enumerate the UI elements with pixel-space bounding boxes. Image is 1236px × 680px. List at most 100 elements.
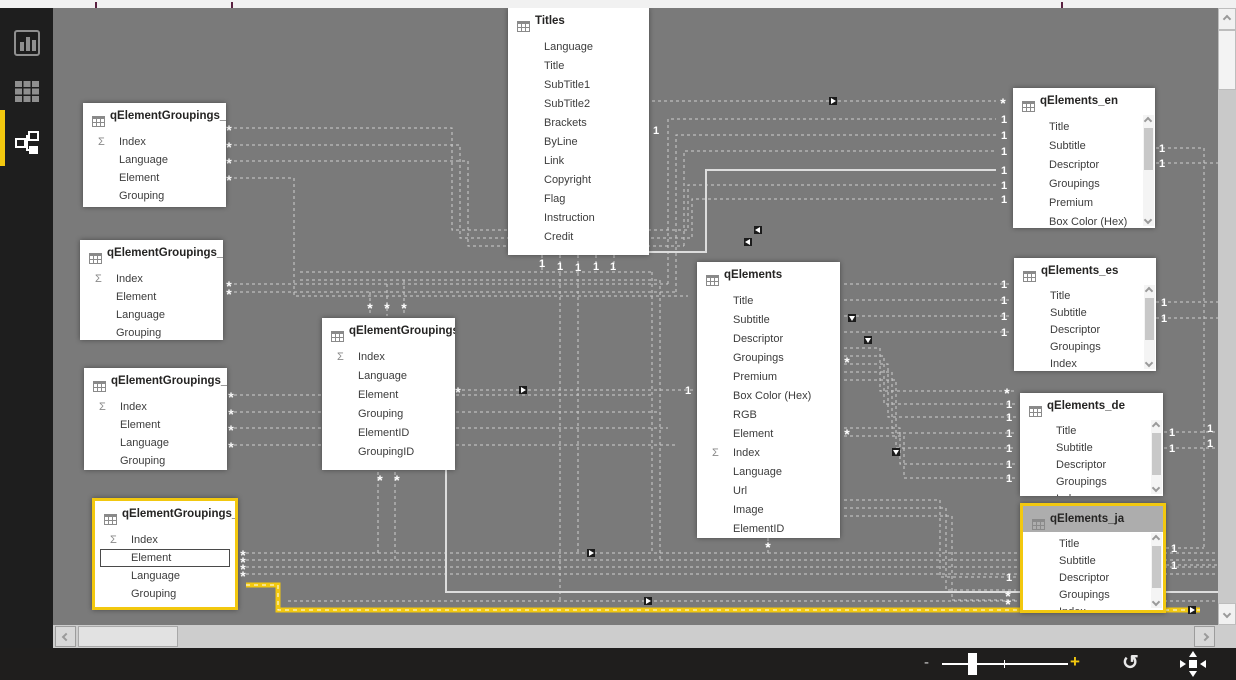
vertical-scroll-thumb[interactable] — [1218, 30, 1236, 90]
field-row-element[interactable]: Element — [80, 288, 223, 306]
field-row-element[interactable]: Element — [322, 386, 455, 405]
table-card-qElementGroupings_en[interactable]: qElementGroupings_enΣIndexLanguageElemen… — [83, 103, 226, 207]
card-scroll-thumb[interactable] — [1145, 298, 1154, 340]
field-row-descriptor[interactable]: Descriptor — [1023, 570, 1163, 587]
field-row-title[interactable]: Title — [508, 57, 649, 76]
relationship-line[interactable] — [844, 355, 1016, 405]
field-row-groupings[interactable]: Groupings — [1020, 474, 1163, 491]
table-card-header[interactable]: qElementGroupings — [322, 318, 455, 344]
card-scrollbar[interactable] — [1143, 115, 1154, 226]
field-row-flag[interactable]: Flag — [508, 190, 649, 209]
field-row-subtitle2[interactable]: SubTitle2 — [508, 95, 649, 114]
vertical-scrollbar[interactable] — [1218, 8, 1236, 625]
field-row-grouping[interactable]: Grouping — [80, 324, 223, 340]
relationship-line[interactable] — [667, 118, 996, 284]
zoom-in-icon[interactable]: + — [1070, 652, 1080, 671]
table-card-header[interactable]: qElementGroupings_de — [84, 368, 227, 394]
scroll-right-button[interactable] — [1194, 626, 1215, 647]
field-row-grouping[interactable]: Grouping — [84, 452, 227, 470]
field-row-box-color-hex-[interactable]: Box Color (Hex) — [1013, 213, 1155, 228]
field-row-title[interactable]: Title — [1013, 118, 1155, 137]
field-row-element[interactable]: Element — [84, 416, 227, 434]
field-row-elementid[interactable]: ElementID — [697, 520, 840, 538]
card-scrollbar[interactable] — [1151, 533, 1162, 608]
table-card-header[interactable]: qElements_de — [1020, 393, 1163, 419]
card-scroll-thumb[interactable] — [1144, 128, 1153, 170]
relationship-line[interactable] — [234, 177, 688, 297]
field-row-subtitle[interactable]: Subtitle — [1013, 137, 1155, 156]
field-row-title[interactable]: Title — [1023, 536, 1163, 553]
table-card-header[interactable]: Titles — [508, 8, 649, 34]
field-row-language[interactable]: Language — [697, 463, 840, 482]
field-row-index[interactable]: Index — [1023, 604, 1163, 610]
card-scroll-thumb[interactable] — [1152, 546, 1161, 588]
card-scroll-thumb[interactable] — [1152, 433, 1161, 475]
field-row-subtitle[interactable]: Subtitle — [697, 311, 840, 330]
field-row-groupings[interactable]: Groupings — [1023, 587, 1163, 604]
field-row-grouping[interactable]: Grouping — [322, 405, 455, 424]
relationship-line[interactable] — [844, 499, 1016, 578]
table-card-header[interactable]: qElements — [697, 262, 840, 288]
card-scrollbar[interactable] — [1144, 285, 1155, 369]
horizontal-scrollbar[interactable] — [53, 625, 1236, 648]
field-row-premium[interactable]: Premium — [697, 368, 840, 387]
field-row-language[interactable]: Language — [322, 367, 455, 386]
field-row-subtitle[interactable]: Subtitle — [1020, 440, 1163, 457]
horizontal-scroll-thumb[interactable] — [78, 626, 178, 647]
field-row-title[interactable]: Title — [697, 292, 840, 311]
field-row-index[interactable]: Index — [1014, 356, 1156, 371]
field-row-language[interactable]: Language — [84, 434, 227, 452]
zoom-out-icon[interactable]: - — [924, 654, 929, 671]
field-row-instruction[interactable]: Instruction — [508, 209, 649, 228]
field-row-element[interactable]: Element — [697, 425, 840, 444]
field-row-groupings[interactable]: Groupings — [1014, 339, 1156, 356]
table-card-header[interactable]: qElements_en — [1013, 88, 1155, 114]
field-row-image[interactable]: Image — [697, 501, 840, 520]
field-row-language[interactable]: Language — [508, 38, 649, 57]
table-card-qElementGroupings_es[interactable]: qElementGroupings_esΣIndexElementLanguag… — [80, 240, 223, 340]
sidebar-item-model-view[interactable] — [0, 122, 53, 166]
field-row-brackets[interactable]: Brackets — [508, 114, 649, 133]
fit-to-screen-icon[interactable] — [1178, 650, 1208, 678]
field-row-element[interactable]: Element — [83, 169, 226, 187]
zoom-slider-thumb[interactable] — [968, 653, 977, 675]
relationship-line[interactable] — [844, 347, 1016, 392]
scroll-left-button[interactable] — [55, 626, 76, 647]
field-row-premium[interactable]: Premium — [1013, 194, 1155, 213]
relationship-line[interactable] — [844, 371, 1016, 434]
field-row-subtitle[interactable]: Subtitle — [1023, 553, 1163, 570]
relationship-line[interactable] — [683, 150, 996, 246]
field-row-subtitle[interactable]: Subtitle — [1014, 305, 1156, 322]
field-row-grouping[interactable]: Grouping — [95, 585, 235, 603]
field-row-groupingid[interactable]: GroupingID — [322, 443, 455, 462]
relationship-line[interactable] — [844, 507, 1016, 591]
table-card-header[interactable]: qElementGroupings_ja — [95, 501, 235, 527]
field-row-subtitle1[interactable]: SubTitle1 — [508, 76, 649, 95]
field-row-title[interactable]: Title — [1020, 423, 1163, 440]
table-card-header[interactable]: qElementGroupings_en — [83, 103, 226, 129]
sidebar-item-report-view[interactable] — [0, 22, 53, 66]
table-card-qElementGroupings_de[interactable]: qElementGroupings_deΣIndexElementLanguag… — [84, 368, 227, 470]
field-row-elementid[interactable]: ElementID — [322, 424, 455, 443]
field-row-groupings[interactable]: Groupings — [697, 349, 840, 368]
field-row-descriptor[interactable]: Descriptor — [697, 330, 840, 349]
field-row-descriptor[interactable]: Descriptor — [1013, 156, 1155, 175]
relationship-line[interactable] — [445, 470, 1218, 593]
field-row-link[interactable]: Link — [508, 152, 649, 171]
sidebar-item-data-view[interactable] — [0, 72, 53, 116]
field-row-box-color-hex-[interactable]: Box Color (Hex) — [697, 387, 840, 406]
field-row-element[interactable]: Element — [100, 549, 230, 567]
scroll-down-button[interactable] — [1218, 603, 1236, 625]
